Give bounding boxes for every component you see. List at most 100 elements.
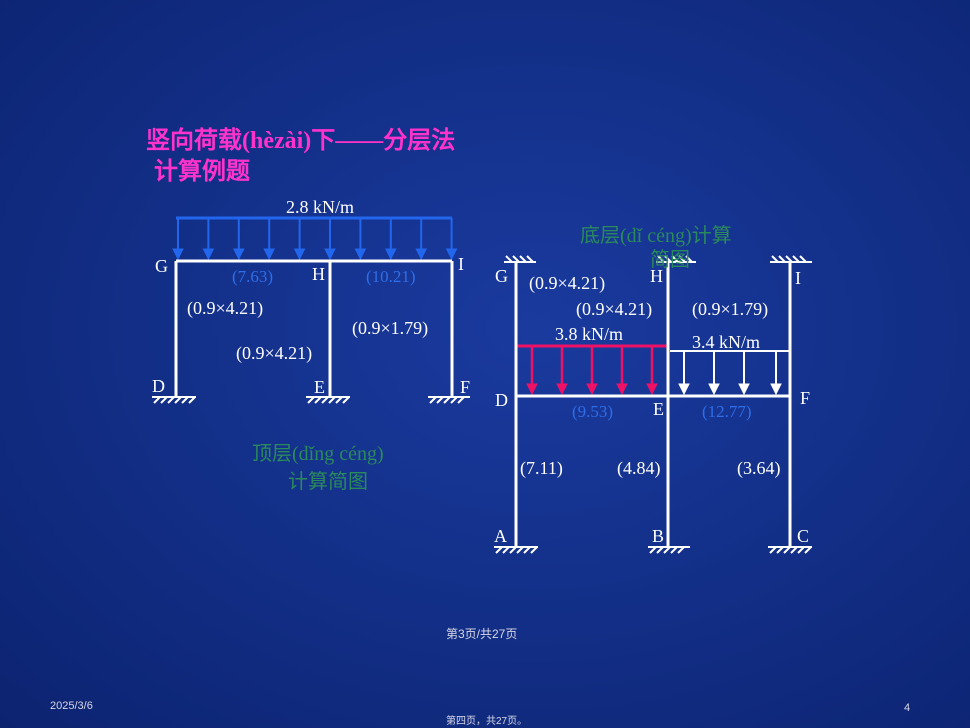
bottom-node-A: A — [494, 526, 507, 546]
bottom-node-E: E — [653, 399, 664, 419]
bottom-column-IF-stiffness: (0.9×1.79) — [692, 299, 769, 319]
bot-top-hatch-G-3 — [526, 255, 534, 263]
bot-top-hatch-G-0 — [505, 255, 513, 263]
bot-top-hatch-H-2 — [671, 255, 679, 263]
top-node-H: H — [312, 264, 325, 284]
top-column-GD-stiffness: (0.9×4.21) — [187, 298, 264, 318]
top-load-arrow-head-5 — [324, 248, 336, 261]
white-load-arrow-head-2 — [738, 383, 750, 396]
top-hatch-D-5 — [188, 396, 196, 404]
bot-top-hatch-G-1 — [512, 255, 520, 263]
slide-number: 4 — [904, 702, 911, 714]
bot-top-hatch-I-2 — [785, 255, 793, 263]
top-frame — [152, 216, 470, 404]
bot-top-hatch-I-3 — [792, 255, 800, 263]
top-load-arrow-head-8 — [415, 248, 428, 261]
bot-base-hatch-A-1 — [502, 546, 510, 554]
top-load-arrow-head-3 — [263, 248, 276, 261]
top-load-arrow-head-6 — [354, 248, 367, 261]
bot-base-hatch-C-0 — [769, 546, 777, 554]
bottom-frame — [494, 255, 812, 554]
pink-load-arrow-head-3 — [616, 383, 628, 396]
top-column-HE-stiffness: (0.9×4.21) — [236, 343, 313, 363]
top-node-G: G — [155, 256, 168, 276]
pink-load-arrow-head-1 — [556, 383, 568, 396]
top-hatch-D-0 — [153, 396, 161, 404]
top-column-IF-stiffness: (0.9×1.79) — [352, 318, 429, 338]
top-load-arrow-head-2 — [232, 248, 245, 261]
bot-top-hatch-H-4 — [685, 255, 693, 263]
bottom-top-fixed-supports — [504, 255, 812, 263]
bot-top-hatch-I-4 — [799, 255, 807, 263]
bot-base-hatch-A-3 — [516, 546, 524, 554]
bot-top-hatch-G-2 — [519, 255, 527, 263]
top-load-arrow-head-0 — [172, 248, 184, 261]
slide-title-line1: 竖向荷载(hèzài)下——分层法 — [146, 128, 456, 154]
top-hatch-D-1 — [160, 396, 168, 404]
pink-load-arrow-head-0 — [526, 383, 538, 396]
bot-base-hatch-C-4 — [797, 546, 805, 554]
bot-base-hatch-C-3 — [790, 546, 798, 554]
bot-base-hatch-C-5 — [804, 546, 812, 554]
bottom-load-DE — [516, 344, 668, 396]
bottom-column-EB-stiffness: (4.84) — [617, 458, 661, 478]
top-load-label: 2.8 kN/m — [286, 197, 355, 217]
top-node-D: D — [152, 376, 165, 396]
top-caption-line2: 计算简图 — [288, 471, 368, 493]
bot-base-hatch-A-5 — [530, 546, 538, 554]
white-load-arrow-head-0 — [678, 383, 690, 396]
top-hatch-F-4 — [457, 396, 465, 404]
bottom-load-DE-label: 3.8 kN/m — [555, 324, 624, 344]
bottom-column-DA-stiffness: (7.11) — [520, 458, 563, 478]
top-hatch-E-3 — [328, 396, 336, 404]
bot-base-hatch-C-2 — [783, 546, 791, 554]
bot-top-hatch-I-0 — [771, 255, 779, 263]
slide-title-line2: 计算例题 — [154, 159, 250, 185]
bot-top-hatch-H-3 — [678, 255, 686, 263]
top-hatch-F-2 — [443, 396, 451, 404]
bottom-node-C: C — [797, 526, 810, 546]
top-beam-GH-stiffness: (7.63) — [232, 267, 274, 286]
top-node-I: I — [458, 254, 464, 274]
bot-base-hatch-C-1 — [776, 546, 784, 554]
top-load-arrow-head-4 — [293, 248, 306, 261]
top-hatch-F-1 — [436, 396, 444, 404]
top-hatch-F-3 — [450, 396, 458, 404]
bottom-column-GD-stiffness: (0.9×4.21) — [529, 273, 606, 293]
bottom-column-FC-stiffness: (3.64) — [737, 458, 781, 478]
top-hatch-E-5 — [342, 396, 350, 404]
top-node-E: E — [314, 377, 325, 397]
bottom-node-H: H — [650, 266, 663, 286]
top-hatch-D-2 — [167, 396, 175, 404]
bot-base-hatch-A-2 — [509, 546, 517, 554]
bottom-node-D: D — [495, 390, 508, 410]
top-node-F: F — [460, 377, 471, 397]
bottom-beam-EF-stiffness: (12.77) — [702, 402, 752, 421]
bot-base-hatch-A-0 — [495, 546, 503, 554]
bottom-load-EF-label: 3.4 kN/m — [692, 332, 761, 352]
top-hatch-E-1 — [314, 396, 322, 404]
bottom-node-B: B — [652, 526, 665, 546]
bot-base-hatch-B-3 — [670, 546, 678, 554]
bottom-base-fixed-supports — [494, 546, 812, 554]
pink-load-arrow-head-2 — [586, 383, 598, 396]
top-hatch-D-4 — [181, 396, 189, 404]
top-load-arrow-head-1 — [202, 248, 215, 261]
top-hatch-E-4 — [335, 396, 343, 404]
bottom-caption-line2: 简图 — [650, 249, 690, 271]
bottom-caption-line1: 底层(dǐ céng)计算 — [580, 225, 732, 247]
page-indicator: 第3页/共27页 — [446, 627, 518, 641]
top-load-arrow-head-7 — [384, 248, 397, 261]
top-hatch-E-0 — [307, 396, 315, 404]
bot-base-hatch-B-1 — [656, 546, 664, 554]
top-fixed-supports — [152, 396, 470, 404]
bot-top-hatch-I-1 — [778, 255, 786, 263]
bottom-column-HE-stiffness: (0.9×4.21) — [576, 299, 653, 319]
bot-base-hatch-B-4 — [677, 546, 685, 554]
top-beam-HI-stiffness: (10.21) — [366, 267, 416, 286]
bottom-node-I: I — [795, 268, 801, 288]
top-caption-line1: 顶层(dǐng céng) — [252, 443, 384, 465]
bot-top-hatch-H-0 — [657, 255, 665, 263]
bot-base-hatch-B-0 — [649, 546, 657, 554]
